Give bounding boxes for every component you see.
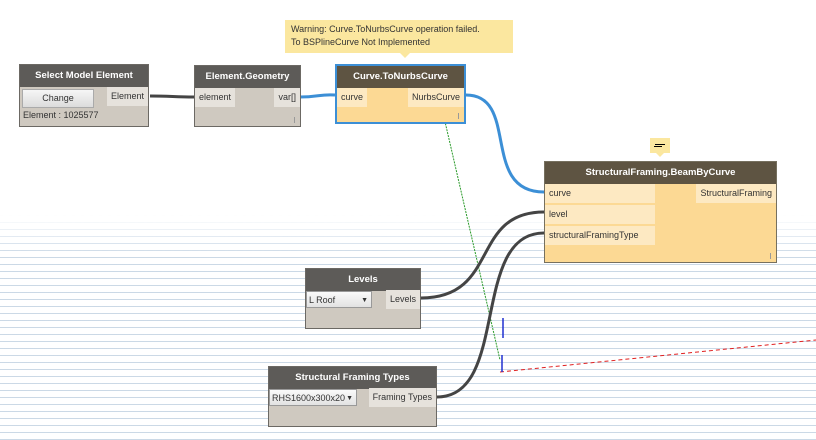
node-title: Levels [306, 269, 420, 291]
output-port-var[interactable]: var[] [274, 88, 300, 107]
wire-nurbs [465, 93, 545, 194]
wire-geometry [299, 93, 336, 99]
chevron-down-icon: ▼ [346, 395, 353, 402]
node-beam-by-curve[interactable]: StructuralFraming.BeamByCurve curve leve… [544, 161, 777, 263]
warning-line: Warning: Curve.ToNurbsCurve operation fa… [291, 24, 480, 34]
change-button[interactable]: Change [22, 89, 94, 108]
axis-red [499, 339, 816, 373]
wire-element [149, 94, 195, 99]
comment-icon[interactable] [650, 138, 670, 157]
output-port-levels[interactable]: Levels [385, 290, 420, 309]
node-title: Element.Geometry [195, 66, 300, 88]
framing-types-dropdown[interactable]: RHS1600x300x20▼ [269, 389, 357, 406]
levels-dropdown[interactable]: L Roof ▼ [306, 291, 372, 308]
node-curve-to-nurbs-curve[interactable]: Curve.ToNurbsCurve curve NurbsCurve [335, 64, 466, 124]
dropdown-value: RHS1600x300x20 [272, 393, 346, 403]
wire-types [436, 231, 545, 399]
warning-tooltip: Warning: Curve.ToNurbsCurve operation fa… [285, 20, 513, 58]
warning-line: To BSPlineCurve Not Implemented [291, 37, 431, 47]
input-port-element[interactable]: element [195, 88, 236, 107]
node-element-geometry[interactable]: Element.Geometry element var[] [194, 65, 301, 127]
wire-levels [420, 210, 545, 300]
element-id-label: Element : 1025577 [23, 110, 99, 120]
output-port-framing-types[interactable]: Framing Types [368, 388, 436, 407]
node-title: Select Model Element [20, 65, 148, 87]
input-port-structural-framing-type[interactable]: structuralFramingType [545, 226, 655, 245]
node-levels[interactable]: Levels L Roof ▼ Levels [305, 268, 421, 329]
output-port-structural-framing[interactable]: StructuralFraming [696, 184, 776, 203]
node-title: Structural Framing Types [269, 367, 436, 389]
dropdown-value: L Roof [309, 295, 336, 305]
input-port-level[interactable]: level [545, 205, 655, 224]
node-structural-framing-types[interactable]: Structural Framing Types RHS1600x300x20▼… [268, 366, 437, 427]
output-port-element[interactable]: Element [106, 87, 148, 106]
input-port-curve[interactable]: curve [545, 184, 655, 203]
output-port-nurbs-curve[interactable]: NurbsCurve [407, 88, 464, 107]
input-port-curve[interactable]: curve [337, 88, 368, 107]
resize-grip[interactable] [458, 113, 459, 119]
resize-grip[interactable] [294, 117, 295, 123]
node-select-model-element[interactable]: Select Model Element Change Element Elem… [19, 64, 149, 127]
node-title: Curve.ToNurbsCurve [337, 66, 464, 88]
chevron-down-icon: ▼ [361, 297, 368, 304]
resize-grip[interactable] [770, 253, 771, 259]
node-title: StructuralFraming.BeamByCurve [545, 162, 776, 184]
axis-green [439, 99, 501, 361]
